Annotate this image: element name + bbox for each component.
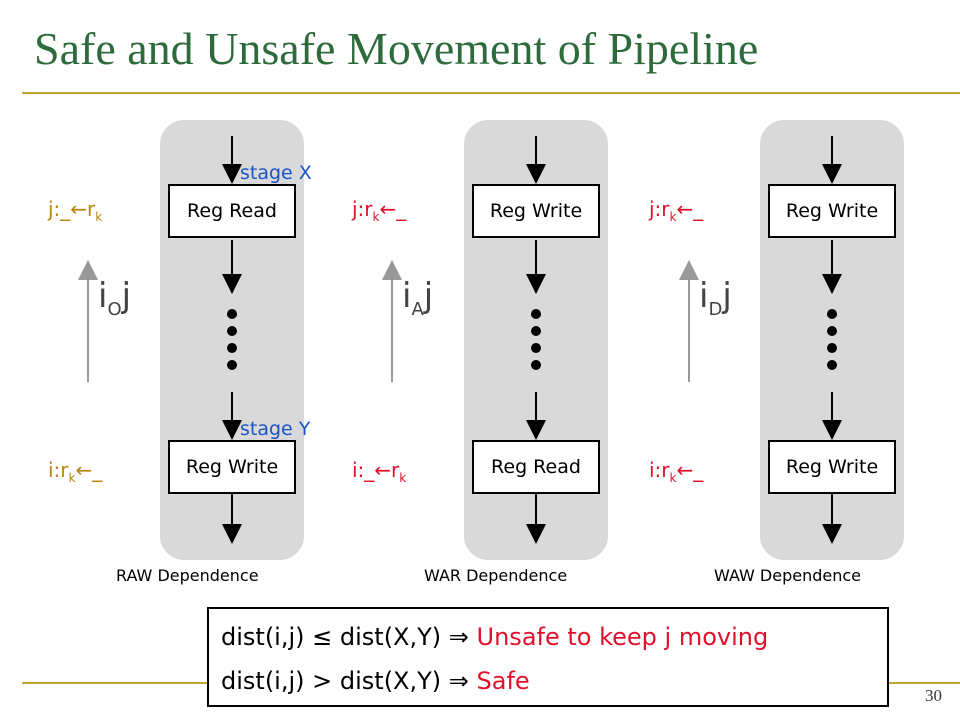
waw-bottom-box: Reg Write — [768, 440, 896, 494]
slide-title: Safe and Unsafe Movement of Pipeline — [34, 23, 759, 74]
waw-caption: WAW Dependence — [714, 566, 862, 585]
raw-flow-arrows — [222, 136, 242, 544]
stage-x-label: stage X — [240, 162, 312, 184]
unsafe-rule-line: dist(i,j) ≤ dist(X,Y) ⇒ Unsafe to keep j… — [221, 623, 769, 651]
raw-j-instruction: j:_←rk — [48, 197, 103, 224]
war-bottom-box: Reg Read — [472, 440, 600, 494]
page-number: 30 — [925, 686, 942, 705]
safe-rule-line: dist(i,j) > dist(X,Y) ⇒ Safe — [221, 667, 530, 695]
war-j-instruction: j:rk←_ — [352, 197, 407, 224]
raw-i-instruction: i:rk←_ — [48, 458, 103, 485]
raw-dependency-label: iOj — [98, 276, 132, 320]
rule-note-box: dist(i,j) ≤ dist(X,Y) ⇒ Unsafe to keep j… — [207, 607, 889, 707]
war-top-box: Reg Write — [472, 184, 600, 238]
raw-top-box: Reg Read — [168, 184, 296, 238]
war-dependency-label: iAj — [402, 276, 434, 320]
stage-y-label: stage Y — [240, 418, 311, 440]
waw-j-instruction: j:rk←_ — [649, 197, 704, 224]
war-flow-arrows — [526, 136, 546, 544]
raw-bottom-box: Reg Write — [168, 440, 296, 494]
waw-i-instruction: i:rk←_ — [649, 458, 704, 485]
raw-caption: RAW Dependence — [116, 566, 259, 585]
war-caption: WAR Dependence — [424, 566, 568, 585]
war-i-instruction: i:_←rk — [352, 458, 407, 485]
title-rule — [22, 92, 960, 94]
waw-flow-arrows — [822, 136, 842, 544]
waw-top-box: Reg Write — [768, 184, 896, 238]
waw-dependency-label: iDj — [699, 276, 732, 320]
